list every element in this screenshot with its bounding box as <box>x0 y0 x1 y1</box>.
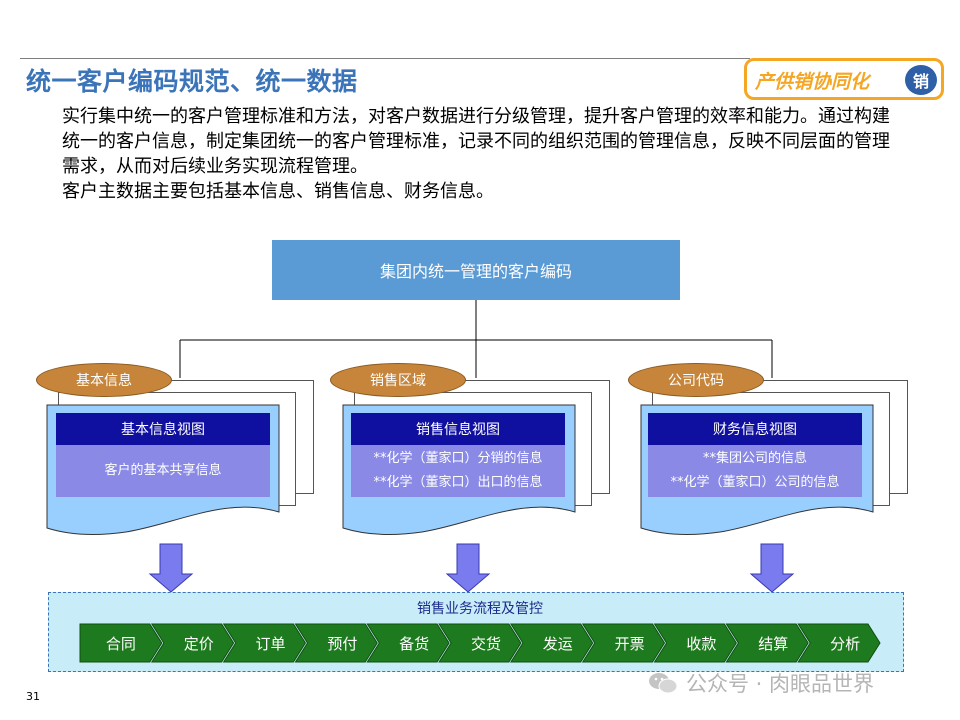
process-step-chevron <box>366 623 450 663</box>
customer-code-box: 集团内统一管理的客户编码 <box>272 240 680 300</box>
process-step-chevron <box>581 623 666 663</box>
process-step-label: 备货 <box>399 634 430 653</box>
view-line: **化学（董家口）公司的信息 <box>670 475 840 490</box>
process-step-label: 订单 <box>255 634 286 653</box>
process-step-label: 合同 <box>105 634 136 653</box>
process-step-chevron <box>150 623 235 663</box>
down-arrow-icon <box>445 543 491 593</box>
process-step-chevron <box>222 623 307 663</box>
category-badge: 产供销协同化 销 <box>744 58 944 100</box>
finance-info-view-title: 财务信息视图 <box>648 413 862 445</box>
process-step-label: 分析 <box>830 634 861 653</box>
sales-region-oval: 销售区域 <box>330 363 466 397</box>
connector-lines <box>179 300 773 378</box>
process-step-label: 发运 <box>542 634 573 653</box>
process-step-chevron <box>510 623 594 663</box>
process-step-label: 预付 <box>327 634 358 653</box>
sales-info-view-body: **化学（董家口）分销的信息 **化学（董家口）出口的信息 <box>351 445 565 497</box>
process-step-label: 结算 <box>758 634 789 653</box>
basic-info-oval: 基本信息 <box>36 363 172 397</box>
basic-info-view-body: 客户的基本共享信息 <box>56 445 270 497</box>
watermark: 公众号 · 肉眼品世界 <box>648 668 874 698</box>
sales-process-title: 销售业务流程及管控 <box>417 601 543 617</box>
intro-text: 实行集中统一的客户管理标准和方法，对客户数据进行分级管理，提升客户管理的效率和能… <box>62 104 902 204</box>
process-step-chevron <box>79 623 163 663</box>
process-step-chevron <box>294 623 378 663</box>
down-arrow-icon <box>749 543 795 593</box>
process-step-chevron <box>725 623 809 663</box>
badge-circle: 销 <box>905 65 937 95</box>
process-step-chevron <box>438 623 522 663</box>
company-code-oval: 公司代码 <box>628 363 764 397</box>
wechat-icon <box>649 673 678 694</box>
process-step-label: 定价 <box>183 634 214 653</box>
view-line: **集团公司的信息 <box>702 451 807 466</box>
watermark-text: 公众号 · 肉眼品世界 <box>686 672 875 696</box>
view-line: **化学（董家口）出口的信息 <box>373 475 543 490</box>
top-divider <box>20 58 750 59</box>
process-step-chevron <box>653 623 737 663</box>
finance-info-view-body: **集团公司的信息 **化学（董家口）公司的信息 <box>648 445 862 497</box>
process-step-label: 收款 <box>686 634 717 653</box>
view-line: 客户的基本共享信息 <box>104 463 222 478</box>
intro-paragraph-1: 实行集中统一的客户管理标准和方法，对客户数据进行分级管理，提升客户管理的效率和能… <box>62 106 890 177</box>
down-arrow-icon <box>148 543 194 593</box>
page-number: 31 <box>26 690 40 703</box>
page-title: 统一客户编码规范、统一数据 <box>26 67 358 96</box>
badge-label: 产供销协同化 <box>755 71 870 93</box>
view-line: **化学（董家口）分销的信息 <box>373 451 543 466</box>
intro-paragraph-2: 客户主数据主要包括基本信息、销售信息、财务信息。 <box>62 181 494 202</box>
process-step-label: 交货 <box>470 634 501 653</box>
basic-info-view-title: 基本信息视图 <box>56 413 270 445</box>
sales-info-view-title: 销售信息视图 <box>351 413 565 445</box>
process-step-chevron <box>797 623 881 663</box>
process-step-label: 开票 <box>614 634 645 653</box>
